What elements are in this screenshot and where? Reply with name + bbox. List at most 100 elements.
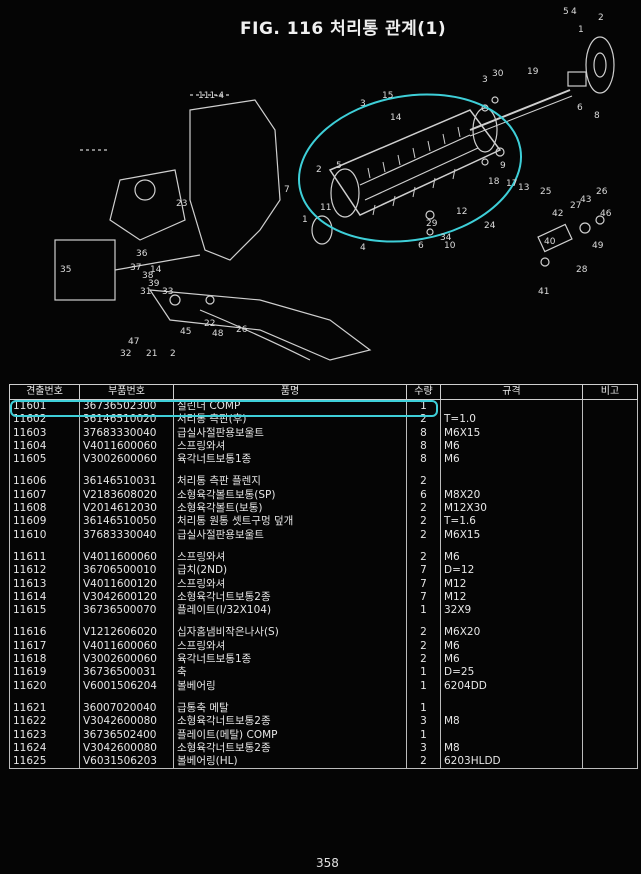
callout-label: 37	[130, 263, 141, 273]
part-no-cell: 37683330040	[79, 426, 174, 440]
quantity-cell: 1	[406, 604, 441, 618]
part-name-cell: 급통축 메탈	[173, 701, 407, 716]
remarks-cell	[582, 626, 638, 640]
item-no-cell	[9, 617, 80, 627]
callout-label: 35	[60, 265, 71, 275]
quantity-cell: 3	[406, 715, 441, 729]
part-name-cell: 처리통 측판 플렌지	[173, 475, 407, 489]
table-spacer-row	[9, 541, 638, 551]
spec-cell	[440, 399, 583, 414]
remarks-cell	[582, 502, 638, 516]
remarks-cell	[582, 550, 638, 565]
spec-cell	[440, 692, 583, 702]
part-name-cell: 볼베어링	[173, 679, 407, 693]
quantity-cell: 8	[406, 426, 441, 440]
callout-label: 5	[336, 161, 342, 171]
remarks-cell	[582, 466, 638, 476]
part-name-cell	[173, 617, 407, 627]
callout-label: 7	[284, 185, 290, 195]
part-name-cell	[173, 541, 407, 551]
callout-label: 32	[120, 349, 131, 359]
part-name-cell: 소형육각너트보통2종	[173, 741, 407, 756]
part-no-cell: V3042600120	[79, 590, 174, 605]
callout-label: 38	[142, 271, 154, 281]
remarks-cell	[582, 528, 638, 542]
remarks-cell	[582, 590, 638, 605]
part-name-cell: 스프링와셔	[173, 577, 407, 591]
callout-label: 36	[136, 249, 148, 259]
part-no-cell: V4011600060	[79, 550, 174, 565]
remarks-cell	[582, 439, 638, 454]
diagram-drawing: 5 4 2 1 3 30 19 6 8 111-4 3 15 2 5 18 17…	[54, 7, 615, 361]
quantity-cell: 1	[406, 701, 441, 716]
quantity-cell: 1	[406, 666, 441, 680]
callout-label: 10	[444, 241, 456, 251]
callout-label: 25	[540, 187, 551, 197]
callout-label: 14	[150, 265, 162, 275]
callout-label: 43	[580, 195, 591, 205]
part-no-cell: V4011600120	[79, 577, 174, 591]
spec-cell	[440, 728, 583, 742]
header-spec: 규격	[440, 384, 583, 400]
item-no-cell: 11623	[9, 728, 80, 742]
remarks-cell	[582, 701, 638, 716]
spec-cell: D=25	[440, 666, 583, 680]
spec-cell: M6	[440, 439, 583, 454]
spec-cell	[440, 541, 583, 551]
part-no-cell: 36706500010	[79, 564, 174, 578]
spec-cell: M12X30	[440, 502, 583, 516]
item-no-cell: 11603	[9, 426, 80, 440]
callout-label: 22	[204, 319, 215, 329]
highlight-row-box	[10, 400, 438, 417]
callout-label: 31	[140, 287, 151, 297]
part-no-cell: 36146510050	[79, 515, 174, 529]
remarks-cell	[582, 617, 638, 627]
remarks-cell	[582, 715, 638, 729]
item-no-cell	[9, 466, 80, 476]
callout-label: 45	[180, 327, 191, 337]
quantity-cell: 2	[406, 755, 441, 770]
part-no-cell: 36736502300	[79, 399, 174, 414]
remarks-cell	[582, 679, 638, 693]
callout-label: 6	[577, 103, 583, 113]
spec-cell	[440, 701, 583, 716]
item-no-cell: 11624	[9, 741, 80, 756]
spec-cell: M8	[440, 715, 583, 729]
highlight-ellipse	[297, 93, 523, 243]
quantity-cell: 2	[406, 528, 441, 542]
callout-label: 40	[544, 237, 556, 247]
remarks-cell	[582, 653, 638, 667]
item-no-cell: 11607	[9, 488, 80, 503]
callout-label: 42	[552, 209, 563, 219]
table-spacer-row	[9, 692, 638, 702]
quantity-cell: 8	[406, 439, 441, 454]
callout-label: 8	[594, 111, 600, 121]
item-no-cell: 11617	[9, 639, 80, 654]
callout-label: 33	[162, 287, 173, 297]
callout-label: 28	[576, 265, 588, 275]
quantity-cell: 7	[406, 564, 441, 578]
part-name-cell: 소형육각볼트(보통)	[173, 502, 407, 516]
part-no-cell: V6001506204	[79, 679, 174, 693]
remarks-cell	[582, 728, 638, 742]
spec-cell: M6X15	[440, 528, 583, 542]
item-no-cell	[9, 541, 80, 551]
item-no-cell: 11616	[9, 626, 80, 640]
spec-cell	[440, 617, 583, 627]
callout-label: 17	[506, 179, 517, 189]
header-quantity: 수량	[406, 384, 441, 400]
spec-cell: M8	[440, 741, 583, 756]
item-no-cell: 11619	[9, 666, 80, 680]
callout-label: 23	[176, 199, 187, 209]
part-name-cell: 처리통 원통 셋트구멍 덮개	[173, 515, 407, 529]
